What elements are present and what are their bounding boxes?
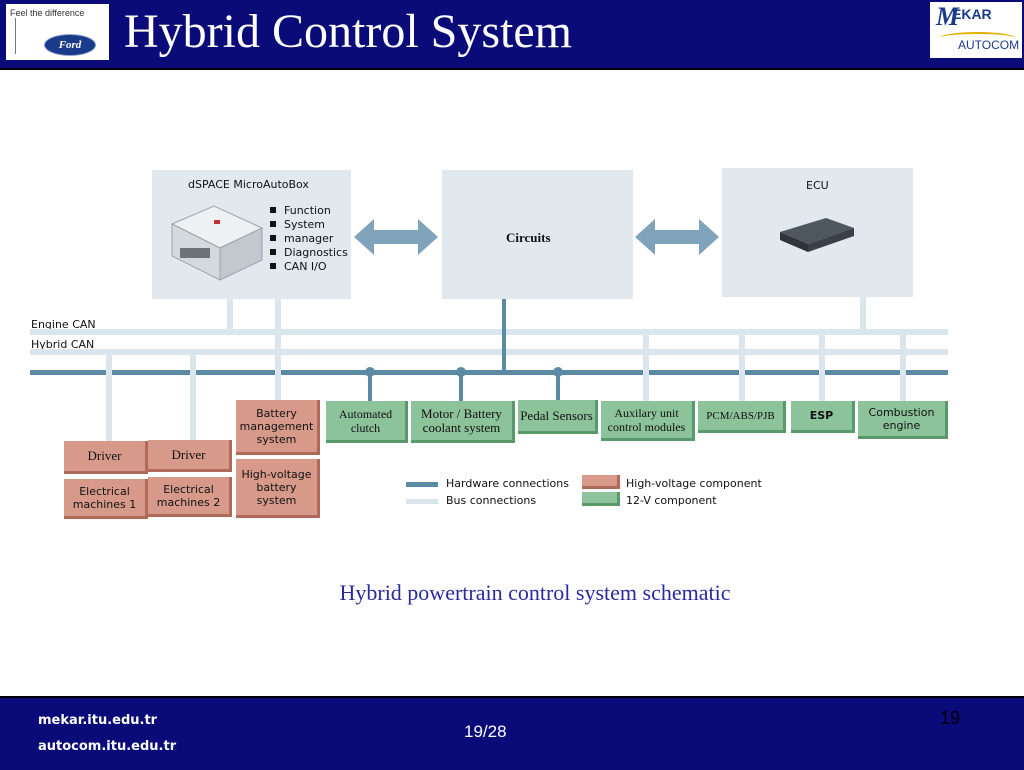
electrical-machines-2-block: Electrical machines 2 bbox=[148, 477, 232, 517]
connection-node bbox=[553, 367, 563, 377]
legend-bus-label: Bus connections bbox=[446, 494, 537, 507]
automated-clutch-block: Automated clutch bbox=[326, 401, 408, 443]
bullet-item: Function bbox=[270, 204, 348, 218]
bullet-continuation: manager bbox=[284, 232, 334, 245]
bus-connection bbox=[860, 297, 866, 335]
double-arrow-icon bbox=[635, 219, 719, 255]
bullet-item: Diagnostics bbox=[270, 246, 348, 260]
ecu-label: ECU bbox=[806, 179, 829, 192]
bus-connection bbox=[106, 352, 112, 444]
hardware-connection bbox=[459, 372, 463, 404]
mekar-link[interactable]: mekar.itu.edu.tr bbox=[38, 713, 158, 728]
slide-number: 19 bbox=[940, 708, 961, 728]
page-counter: 19/28 bbox=[464, 722, 507, 741]
driver-1-block: Driver bbox=[64, 441, 148, 474]
microautobox-title: dSPACE MicroAutoBox bbox=[188, 178, 309, 191]
bus-connection bbox=[739, 329, 745, 405]
legend-hardware-swatch bbox=[406, 482, 438, 487]
hardware-connection bbox=[502, 299, 506, 373]
hardware-connection bbox=[368, 372, 372, 404]
hardware-bus bbox=[30, 370, 948, 375]
ford-logo-box: Feel the difference Ford bbox=[6, 4, 109, 60]
engine-can-label: Engine CAN bbox=[31, 318, 96, 331]
microautobox-device-icon bbox=[170, 205, 264, 281]
esp-block: ESP bbox=[791, 401, 855, 433]
bullet-item: manager bbox=[270, 232, 348, 246]
slide-title: Hybrid Control System bbox=[124, 5, 573, 58]
footer-bar: mekar.itu.edu.tr autocom.itu.edu.tr 19/2… bbox=[0, 696, 1024, 770]
motor-battery-coolant-block: Motor / Battery coolant system bbox=[411, 401, 515, 443]
diagram-caption: Hybrid powertrain control system schemat… bbox=[339, 580, 731, 605]
hardware-connection bbox=[556, 372, 560, 402]
legend-12v-label: 12-V component bbox=[626, 494, 717, 507]
connection-node bbox=[456, 367, 466, 377]
legend-12v-swatch bbox=[582, 492, 620, 506]
bus-connection bbox=[227, 299, 233, 335]
electrical-machines-1-block: Electrical machines 1 bbox=[64, 479, 148, 519]
mekar-autocom-logo: M EKAR AUTOCOM bbox=[930, 2, 1022, 58]
battery-management-block: Battery management system bbox=[236, 400, 320, 455]
legend-high-voltage-swatch bbox=[582, 475, 620, 489]
microautobox-block: dSPACE MicroAutoBox Function System mana… bbox=[152, 170, 351, 299]
bus-connection bbox=[190, 352, 196, 442]
legend-bus-swatch bbox=[406, 499, 438, 504]
auxiliary-unit-block: Auxilary unit control modules bbox=[601, 401, 695, 441]
pedal-sensors-block: Pedal Sensors bbox=[518, 400, 598, 434]
header-bar: Feel the difference Ford Hybrid Control … bbox=[0, 0, 1024, 70]
ecu-block: ECU bbox=[722, 168, 913, 297]
engine-can-bus bbox=[30, 329, 948, 335]
autocom-logo-text: AUTOCOM bbox=[958, 38, 1020, 52]
circuits-block: Circuits bbox=[442, 170, 633, 299]
logo-swoosh bbox=[940, 32, 1015, 44]
bullet-item: System bbox=[270, 218, 348, 232]
legend-high-voltage-label: High-voltage component bbox=[626, 477, 762, 490]
mekar-logo-text: EKAR bbox=[952, 6, 992, 22]
bullet-item: CAN I/O bbox=[270, 260, 348, 274]
bus-connection bbox=[819, 329, 825, 405]
divider bbox=[15, 18, 16, 54]
driver-2-block: Driver bbox=[148, 440, 232, 472]
hybrid-can-label: Hybrid CAN bbox=[31, 338, 95, 351]
mekar-logo-m: M bbox=[936, 2, 960, 31]
bus-connection bbox=[275, 299, 281, 409]
legend-hardware-label: Hardware connections bbox=[446, 477, 569, 490]
ecu-device-icon bbox=[780, 218, 854, 252]
bus-connection bbox=[643, 329, 649, 405]
microautobox-feature-list: Function System manager Diagnostics CAN … bbox=[270, 204, 348, 274]
circuits-label: Circuits bbox=[506, 230, 551, 245]
hybrid-can-bus bbox=[30, 349, 948, 355]
double-arrow-icon bbox=[354, 219, 438, 255]
high-voltage-battery-block: High-voltage battery system bbox=[236, 459, 320, 518]
ford-tagline: Feel the difference bbox=[10, 8, 85, 18]
bus-connection bbox=[900, 329, 906, 405]
connection-node bbox=[365, 367, 375, 377]
combustion-engine-block: Combustion engine bbox=[858, 401, 948, 439]
ford-logo: Ford bbox=[44, 34, 96, 56]
pcm-abs-pjb-block: PCM/ABS/PJB bbox=[698, 401, 786, 433]
autocom-link[interactable]: autocom.itu.edu.tr bbox=[38, 739, 177, 754]
